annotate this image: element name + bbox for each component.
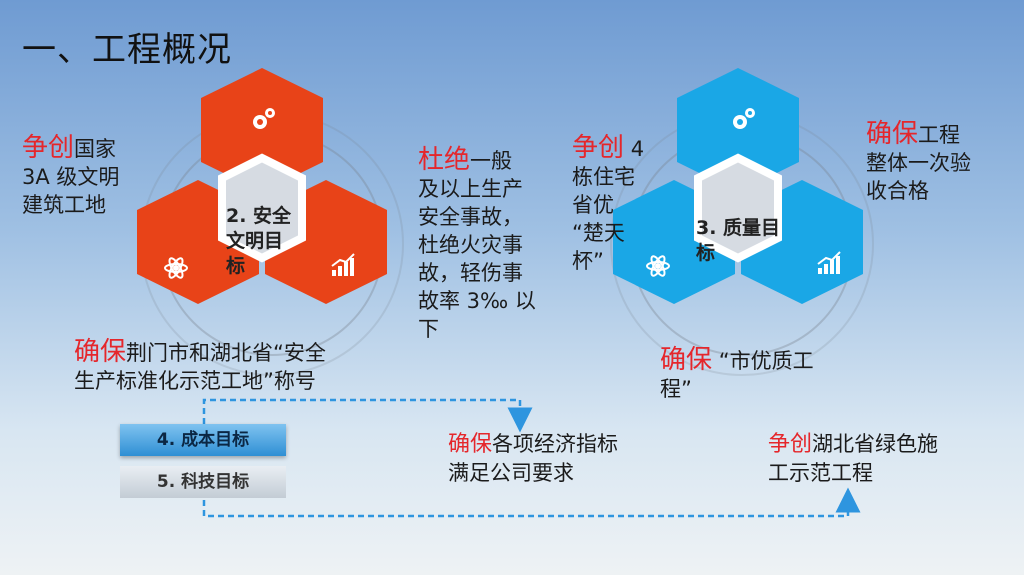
note-line: 工程	[918, 123, 961, 147]
economic-note: 确保各项经济指标 满足公司要求	[448, 430, 618, 487]
quality-goal-line: 标	[696, 242, 716, 264]
note-line: 湖北省绿色施	[812, 432, 939, 456]
hexagon-center	[218, 153, 306, 263]
note-line: 安全事故，	[418, 205, 523, 229]
note-line: 一般	[470, 149, 513, 173]
highlight-word: 确保	[866, 119, 919, 149]
note-line: 各项经济指标	[492, 432, 619, 456]
green-construction-note: 争创湖北省绿色施 工示范工程	[768, 430, 938, 487]
note-line: 建筑工地	[22, 193, 106, 217]
note-line: 故率 3‰ 以	[418, 289, 536, 313]
note-line: 4	[624, 137, 645, 161]
safety-goal-label: 2. 安全 文明目 标	[226, 204, 291, 279]
tech-goal-box: 5. 科技目标	[120, 466, 286, 498]
highlight-word: 确保	[660, 345, 713, 375]
safety-right-note: 杜绝一般 及以上生产 安全事故， 杜绝火灾事 故，轻伤事 故率 3‰ 以 下	[418, 146, 536, 343]
quality-hexagon-cluster	[613, 68, 863, 304]
note-line: 国家	[74, 137, 117, 161]
note-line: 工示范工程	[768, 461, 873, 485]
quality-goal-label: 3. 质量目 标	[696, 216, 780, 266]
quality-goal-line: 3. 质量目	[696, 217, 781, 239]
safety-hexagon-cluster	[137, 68, 387, 304]
hexagon-top	[677, 68, 799, 192]
highlight-word: 争创	[572, 133, 625, 163]
note-line: 程”	[660, 377, 692, 401]
note-line: 杜绝火灾事	[418, 233, 523, 257]
note-line: 收合格	[866, 179, 929, 203]
highlight-word: 争创	[768, 432, 813, 457]
safety-left-note: 争创国家 3A 级文明 建筑工地	[22, 134, 119, 219]
highlight-word: 争创	[22, 133, 75, 163]
safety-bottom-note: 确保荆门市和湖北省“安全 生产标准化示范工地”称号	[74, 338, 326, 395]
note-line: 荆门市和湖北省“安全	[126, 341, 326, 365]
note-line: 杯”	[572, 249, 604, 273]
atom-icon	[164, 257, 188, 279]
note-line: 省优	[572, 193, 614, 217]
note-line: 故，轻伤事	[418, 261, 523, 285]
arrow-to-economic-note	[202, 398, 533, 433]
highlight-word: 确保	[74, 337, 127, 367]
note-line: 下	[418, 317, 439, 341]
highlight-word: 杜绝	[418, 145, 471, 175]
note-line: 满足公司要求	[448, 461, 574, 485]
gears-icon	[733, 108, 755, 129]
quality-right-note: 确保工程 整体一次验 收合格	[866, 120, 971, 205]
arrow-to-green-note	[202, 487, 861, 518]
quality-left-note: 争创 4 栋住宅 省优 “楚天 杯”	[572, 134, 644, 275]
atom-icon	[646, 255, 670, 277]
note-line: “楚天	[572, 221, 625, 245]
note-line: “市优质工	[712, 349, 814, 373]
note-line: 整体一次验	[866, 151, 971, 175]
quality-bottom-note: 确保 “市优质工 程”	[660, 346, 814, 403]
safety-goal-line: 文明目	[226, 230, 284, 252]
hexagon-top	[201, 68, 323, 192]
note-line: 及以上生产	[418, 177, 523, 201]
page-title: 一、工程概况	[22, 30, 232, 70]
bar-chart-icon	[331, 253, 355, 276]
gears-icon	[253, 108, 275, 129]
highlight-word: 确保	[448, 432, 493, 457]
hexagon-center	[694, 153, 782, 263]
safety-goal-line: 标	[226, 255, 246, 277]
cost-goal-box: 4. 成本目标	[120, 424, 286, 456]
bar-chart-icon	[817, 251, 841, 274]
note-line: 生产标准化示范工地”称号	[74, 369, 316, 393]
note-line: 3A 级文明	[22, 165, 120, 189]
note-line: 栋住宅	[572, 165, 635, 189]
safety-goal-line: 2. 安全	[226, 205, 292, 227]
